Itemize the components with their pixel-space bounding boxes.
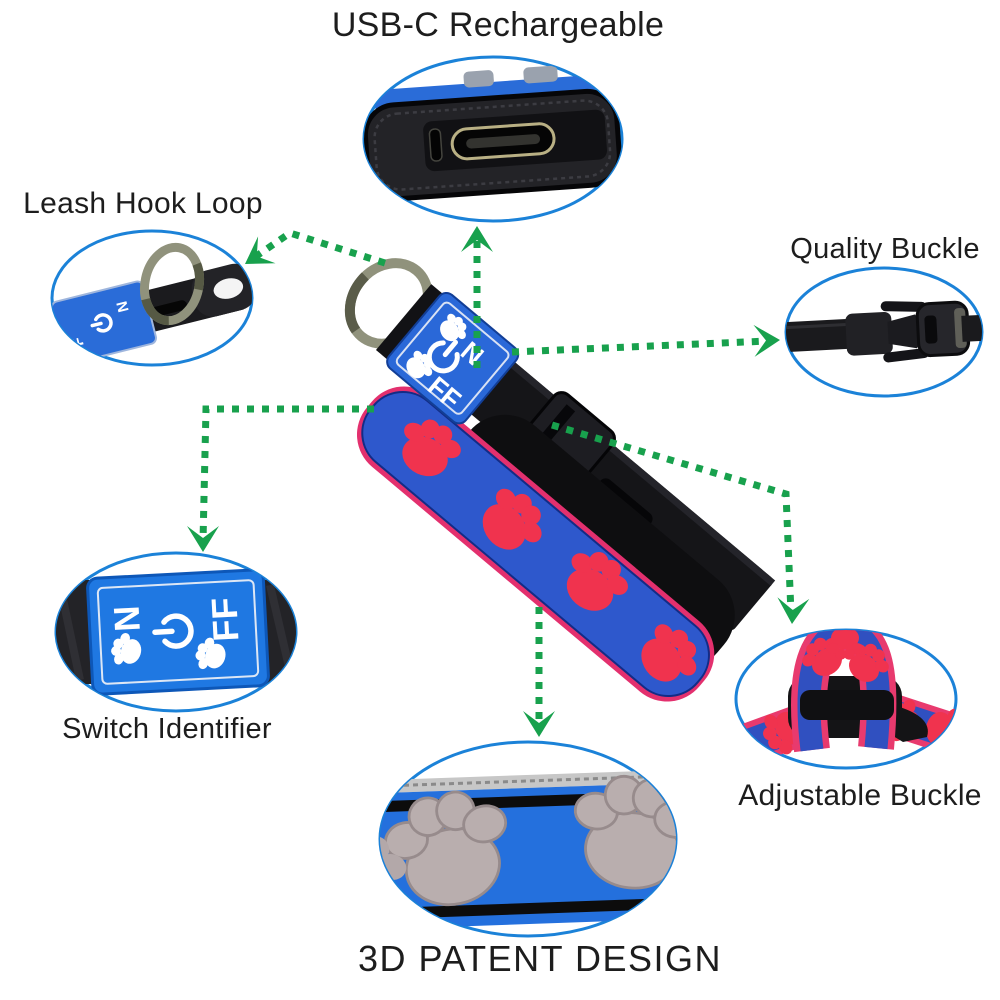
callout-usb	[362, 55, 624, 223]
power-icon	[426, 339, 460, 374]
power-icon	[90, 313, 113, 333]
arrow-switch	[199, 405, 374, 542]
collar-on-off-tag: N FF	[375, 284, 520, 425]
patent-strap-closeup	[380, 767, 676, 930]
callout-switch: N FF	[54, 551, 298, 713]
power-icon	[152, 613, 194, 649]
callout-adjustable	[734, 628, 958, 770]
patent-callout-label: 3D PATENT DESIGN	[357, 938, 723, 979]
usb-c-port-icon	[364, 65, 622, 202]
leash-callout-label: Leash Hook Loop	[23, 187, 263, 220]
arrow-quality	[511, 337, 769, 356]
product-collar: N FF	[344, 258, 776, 702]
switch-off-label: FF	[203, 596, 246, 642]
callout-leash: N FF	[50, 229, 254, 367]
switch-callout-label: Switch Identifier	[62, 713, 272, 745]
switch-plate: N FF	[86, 568, 270, 696]
switch-on-label: N	[106, 605, 148, 633]
quality-callout-label: Quality Buckle	[790, 233, 980, 265]
buckle-icon	[786, 300, 982, 363]
arrow-leash	[250, 229, 387, 267]
callout-quality	[784, 266, 984, 398]
adjustable-callout-label: Adjustable Buckle	[738, 779, 982, 812]
mini-tag-on: N	[114, 299, 133, 314]
arrow-head-icon	[461, 226, 493, 252]
d-ring-icon	[139, 242, 205, 326]
arrow-adjustable	[551, 421, 795, 614]
usb-callout-label: USB-C Rechargeable	[331, 6, 665, 44]
callout-patent	[378, 740, 678, 938]
callout-arrows	[199, 229, 795, 726]
